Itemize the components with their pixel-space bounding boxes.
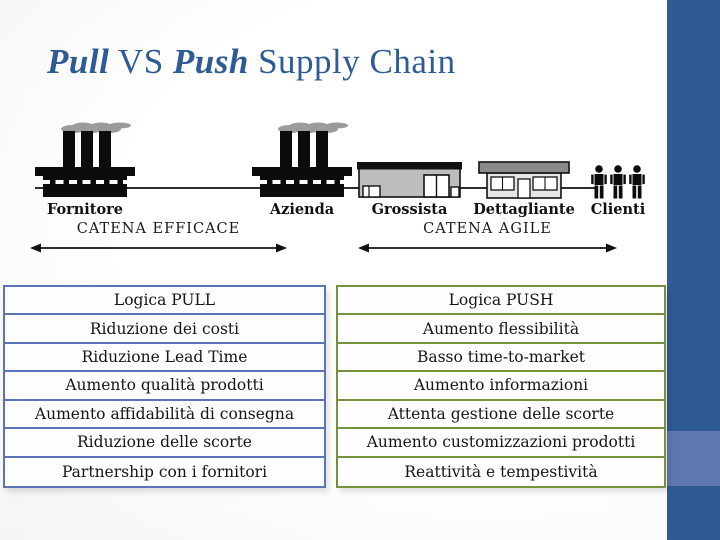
table-row: Aumento flessibilità [338,315,664,344]
chain-span-efficace: CATENA EFFICACE [30,221,287,258]
warehouse-icon [357,162,462,198]
title-vs: VS [109,42,173,81]
table-row: Attenta gestione delle scorte [338,401,664,430]
push-table: Logica PUSH Aumento flessibilità Basso t… [336,285,666,488]
table-row: Aumento customizzazioni prodotti [338,429,664,458]
table-row: Partnership con i fornitori [61,462,268,481]
node-grossista: Grossista [357,118,462,218]
node-label-grossista: Grossista [371,201,448,218]
node-label-dettagliante: Dettagliante [473,201,575,218]
node-fornitore: Fornitore [33,118,137,218]
node-label-clienti: Clienti [590,201,646,218]
table-row: Riduzione dei costi [5,315,324,344]
pull-table: Logica PULL Riduzione dei costi Riduzion… [3,285,326,488]
chain-label-agile: CATENA AGILE [423,221,552,237]
pull-table-header: Logica PULL [5,287,324,316]
title-pull: Pull [47,42,110,81]
supply-chain-diagram: Fornitore Azienda [30,118,652,258]
factory-icon [252,122,352,197]
title-suffix: Supply Chain [248,42,456,81]
page-title: Pull VS Push Supply Chain [47,42,647,82]
node-clienti: Clienti [584,118,652,218]
table-row: Reattività e tempestività [404,462,598,481]
people-icon [591,165,645,199]
table-row: Riduzione Lead Time [5,344,324,373]
node-label-azienda: Azienda [269,201,335,218]
storefront-icon [478,161,570,199]
node-label-fornitore: Fornitore [46,201,124,218]
sidebar-accent-band [667,431,720,486]
table-row: Basso time-to-market [338,344,664,373]
chain-label-efficace: CATENA EFFICACE [76,221,241,237]
table-row: Riduzione delle scorte [5,429,324,458]
table-row: Aumento qualità prodotti [5,372,324,401]
node-azienda: Azienda [250,118,354,218]
table-row: Aumento affidabilità di consegna [5,401,324,430]
double-arrow-icon [358,243,617,253]
title-push: Push [172,42,249,81]
chain-span-agile: CATENA AGILE [358,221,617,258]
factory-icon [35,122,135,197]
double-arrow-icon [30,243,287,253]
table-row: Aumento informazioni [338,372,664,401]
node-dettagliante: Dettagliante [471,118,577,218]
push-table-header: Logica PUSH [338,287,664,316]
